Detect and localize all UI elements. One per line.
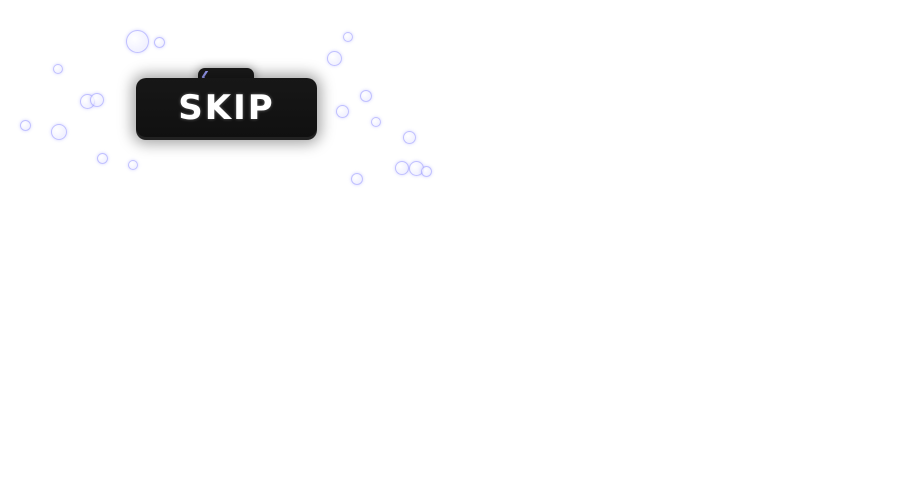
bubble <box>343 32 353 42</box>
bubble <box>395 161 409 175</box>
bubble <box>336 105 349 118</box>
bubble <box>360 90 372 102</box>
bubble <box>90 93 104 107</box>
bubble <box>421 166 432 177</box>
bubble <box>53 64 63 74</box>
skip-label: SKIP <box>178 88 275 128</box>
bubble <box>351 173 363 185</box>
chevron-left-icon: ❮ <box>200 69 211 83</box>
bubble <box>51 124 67 140</box>
bubble <box>327 51 342 66</box>
bubble <box>128 160 138 170</box>
bubble <box>97 153 108 164</box>
bubble <box>126 30 149 53</box>
skip-button[interactable]: SKIP <box>136 78 317 140</box>
bubble <box>371 117 381 127</box>
bubble <box>20 120 31 131</box>
skip-control[interactable]: ❮ SKIP <box>136 68 317 140</box>
bubble <box>403 131 416 144</box>
bubble <box>154 37 165 48</box>
